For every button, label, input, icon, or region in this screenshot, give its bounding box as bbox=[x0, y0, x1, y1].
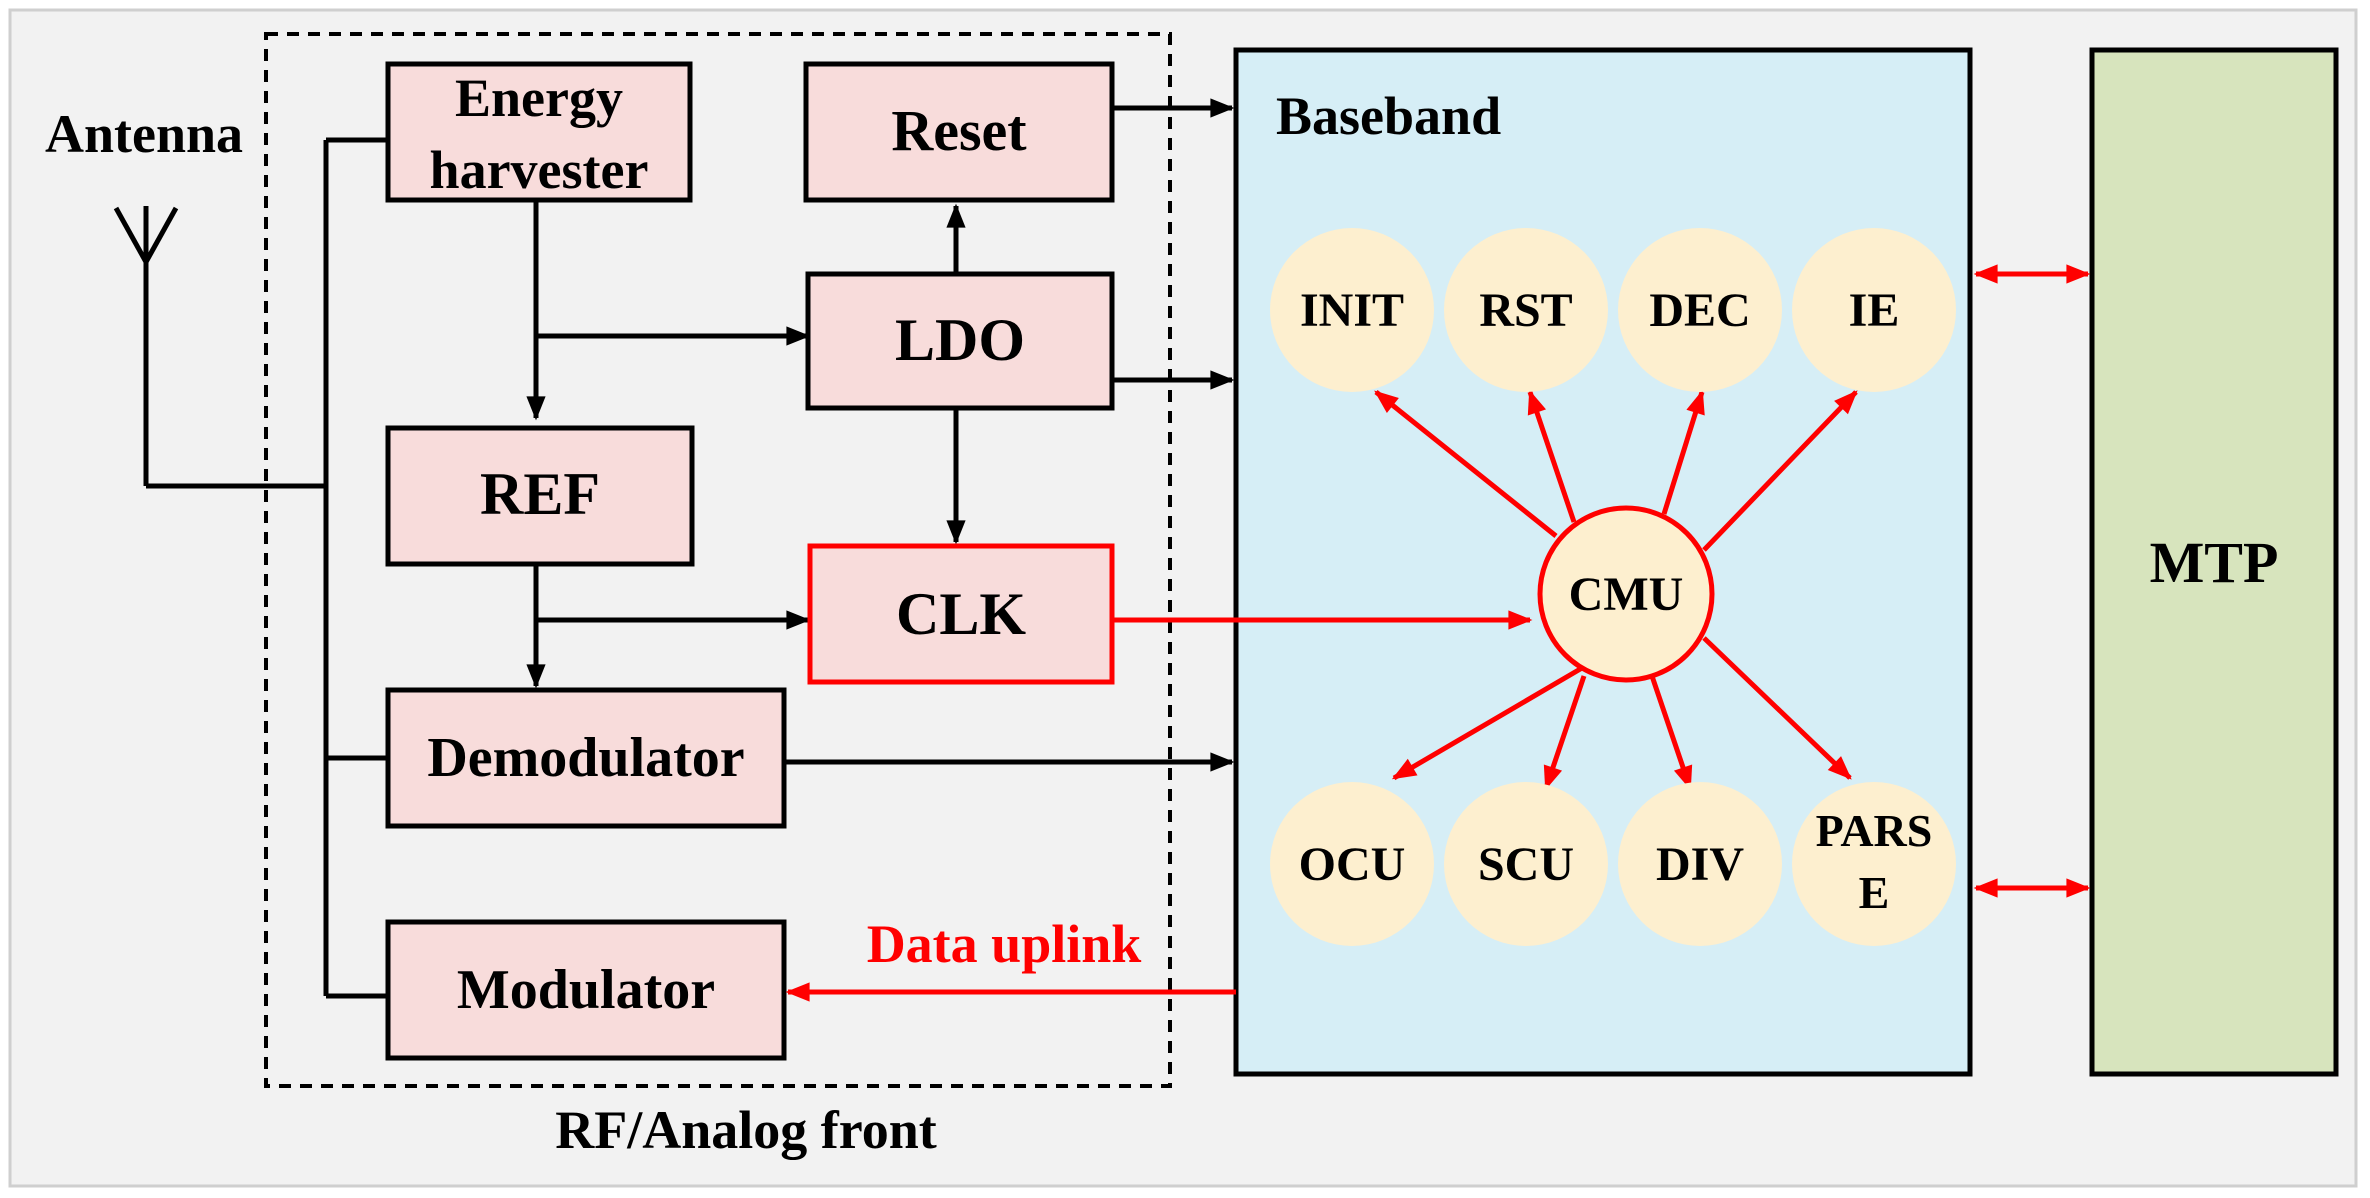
rf-front-label: RF/Analog front bbox=[555, 1100, 937, 1160]
dec-label: DEC bbox=[1649, 284, 1750, 337]
scu-unit: SCU bbox=[1444, 782, 1608, 946]
energy-harvester-block: Energy harvester bbox=[385, 61, 693, 203]
outer-frame bbox=[8, 8, 2358, 1188]
ref-label: REF bbox=[480, 461, 600, 527]
clk-label: CLK bbox=[896, 581, 1026, 647]
ocu-unit: OCU bbox=[1270, 782, 1434, 946]
rst-label: RST bbox=[1479, 284, 1572, 337]
ie-label: IE bbox=[1849, 284, 1900, 337]
demodulator-block: Demodulator bbox=[385, 687, 787, 829]
signal-connectors bbox=[526, 98, 1235, 772]
parse-unit: PARS E bbox=[1792, 782, 1956, 946]
ldo-block: LDO bbox=[805, 271, 1115, 411]
dec-unit: DEC bbox=[1618, 228, 1782, 392]
ie-unit: IE bbox=[1792, 228, 1956, 392]
reset-block: Reset bbox=[803, 61, 1115, 203]
energy-harvester-label-line1: Energy bbox=[455, 68, 623, 128]
modulator-label: Modulator bbox=[457, 959, 715, 1021]
div-label: DIV bbox=[1656, 838, 1744, 891]
rst-unit: RST bbox=[1444, 228, 1608, 392]
energy-harvester-label-line2: harvester bbox=[430, 140, 649, 200]
div-unit: DIV bbox=[1618, 782, 1782, 946]
mtp-label: MTP bbox=[2150, 530, 2279, 595]
antenna-icon bbox=[113, 206, 179, 486]
ldo-label: LDO bbox=[895, 307, 1025, 373]
data-uplink-label: Data uplink bbox=[867, 914, 1142, 974]
parse-label-line1: PARS bbox=[1816, 805, 1933, 856]
init-unit: INIT bbox=[1270, 228, 1434, 392]
reset-label: Reset bbox=[891, 98, 1027, 163]
mtp-block: MTP bbox=[2089, 47, 2339, 1077]
ocu-label: OCU bbox=[1299, 838, 1406, 891]
parse-label-line2: E bbox=[1859, 867, 1890, 918]
modulator-block: Modulator bbox=[385, 919, 787, 1061]
init-label: INIT bbox=[1300, 284, 1404, 337]
ref-block: REF bbox=[385, 425, 695, 567]
rf-front-boundary bbox=[264, 32, 1172, 1088]
cmu-label: CMU bbox=[1569, 568, 1684, 621]
antenna-label: Antenna bbox=[45, 104, 243, 164]
cmu-unit: CMU bbox=[1537, 505, 1715, 683]
red-signal-paths bbox=[785, 264, 2091, 1002]
demodulator-label: Demodulator bbox=[427, 727, 744, 789]
baseband-label: Baseband bbox=[1276, 86, 1501, 146]
scu-label: SCU bbox=[1478, 838, 1574, 891]
clk-block: CLK bbox=[807, 543, 1115, 685]
